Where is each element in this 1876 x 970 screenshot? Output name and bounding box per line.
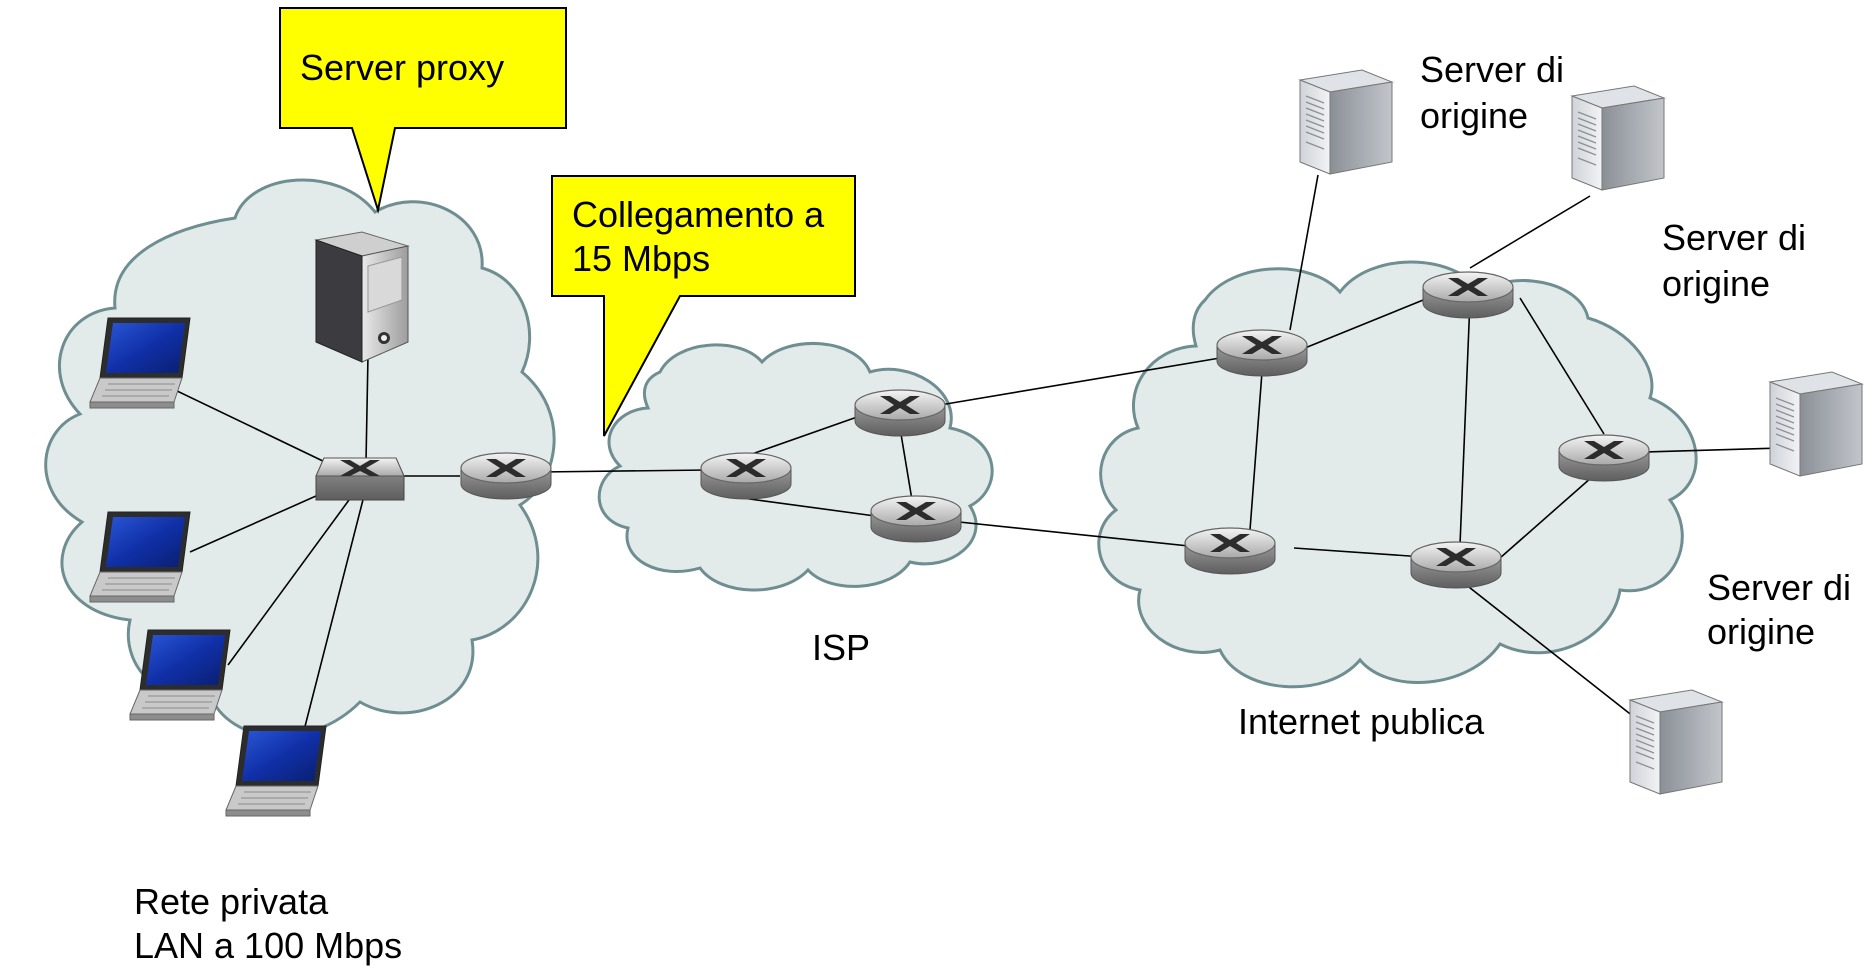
proxy-callout (279, 7, 567, 214)
proxy-server-icon (314, 231, 410, 363)
private-lan-speed-label: LAN a 100 Mbps (134, 925, 403, 966)
isp-cloud (597, 342, 994, 592)
switch-icon (315, 457, 405, 501)
internet-router-icon (1184, 527, 1276, 575)
internet-router-icon (1410, 541, 1502, 589)
internet-router-icon (1216, 329, 1308, 377)
origin-server-label-low-2: origine (1707, 611, 1816, 652)
origin-server-label-top-2: origine (1420, 95, 1529, 136)
internet-label: Internet publica (1238, 701, 1485, 742)
origin-server-label-mid-2: origine (1662, 263, 1771, 304)
access-router-icon (460, 452, 552, 500)
isp-router-icon (854, 389, 946, 437)
origin-server-icon (1769, 371, 1863, 477)
link-callout-line2: 15 Mbps (572, 238, 711, 279)
link-callout-line1: Collegamento a (572, 194, 825, 235)
link-callout (551, 175, 856, 437)
origin-server-icon (1571, 85, 1665, 191)
internet-router-icon (1422, 271, 1514, 319)
isp-router-icon (870, 495, 962, 543)
private-network-label: Rete privata (134, 881, 329, 922)
origin-server-label-mid: Server di (1662, 217, 1807, 258)
isp-label: ISP (812, 627, 871, 668)
origin-server-label-top: Server di (1420, 49, 1565, 90)
proxy-callout-label: Server proxy (300, 47, 505, 88)
internet-router-icon (1558, 434, 1650, 482)
isp-router-icon (700, 452, 792, 500)
origin-server-icon (1299, 69, 1393, 175)
laptop-icon (225, 725, 327, 817)
origin-server-icon (1629, 689, 1723, 795)
origin-server-label-low: Server di (1707, 567, 1852, 608)
network-links (149, 174, 1781, 747)
